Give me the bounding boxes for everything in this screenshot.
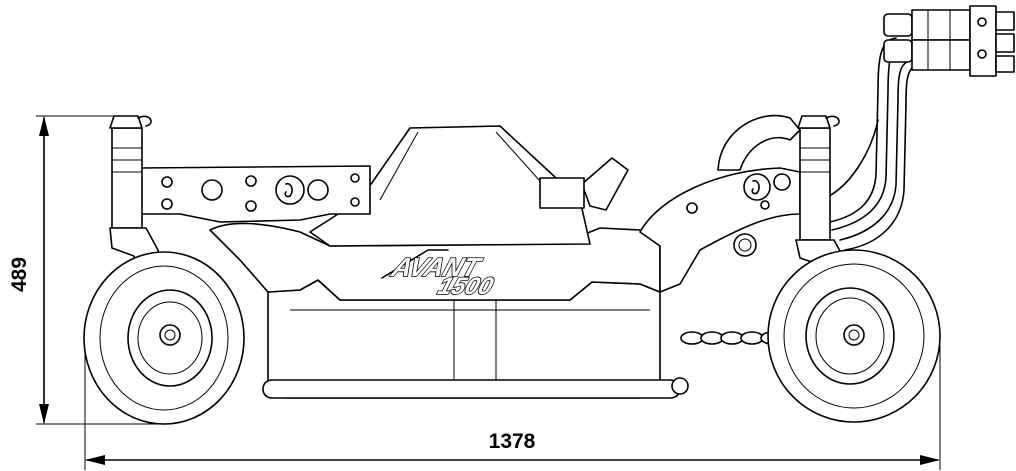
right-caster-clip (797, 115, 831, 129)
coupler-cap-2 (995, 33, 1015, 53)
coupler-cap-1 (995, 11, 1015, 31)
front-skid-bar (262, 379, 681, 399)
logo-swoosh (381, 249, 449, 279)
avant-logo: AVANT 1500 (381, 249, 498, 301)
hydraulic-couplers (883, 5, 1015, 77)
height-arrow-top (39, 116, 49, 136)
width-arrow-right (920, 455, 940, 465)
left-caster-assembly (83, 115, 245, 425)
coupler-cap-3 (995, 55, 1015, 73)
mower-deck (209, 125, 689, 399)
width-dimension-label: 1378 (489, 430, 536, 453)
width-arrow-left (85, 455, 105, 465)
right-lift-arm (717, 114, 801, 171)
hose-1 (829, 37, 897, 223)
right-arm (539, 114, 801, 293)
gearbox-cover (581, 157, 629, 211)
coupler-block (969, 5, 997, 77)
width-dimension: 1378 (84, 345, 941, 470)
right-wheel-hub (843, 324, 865, 346)
right-caster-assembly (767, 115, 941, 423)
height-dimension-label: 489 (8, 257, 31, 292)
hose-4 (844, 63, 919, 251)
left-wheel-hub (159, 324, 181, 346)
left-hitch-hook (275, 175, 305, 205)
logo-brand-text: AVANT (387, 253, 486, 282)
logo-model-text: 1500 (435, 274, 497, 300)
hose-fitting-bottom (883, 39, 913, 63)
right-pivot-pin (733, 233, 757, 257)
right-caster-post (799, 127, 831, 241)
hydraulic-hoses (819, 37, 919, 251)
height-arrow-bottom (39, 404, 49, 424)
left-arm-plate (139, 165, 371, 223)
hose-3 (839, 59, 913, 241)
hose-fitting-top (883, 13, 913, 37)
drive-housing (539, 177, 585, 209)
coupler-body-bottom (911, 39, 971, 71)
hose-2 (831, 39, 905, 231)
height-dimension: 489 (8, 115, 160, 425)
left-arm (139, 165, 371, 223)
left-caster-clip (109, 115, 143, 129)
left-caster-post (111, 127, 143, 229)
coupler-body-top (911, 9, 971, 41)
right-hitch-hook (743, 173, 771, 201)
